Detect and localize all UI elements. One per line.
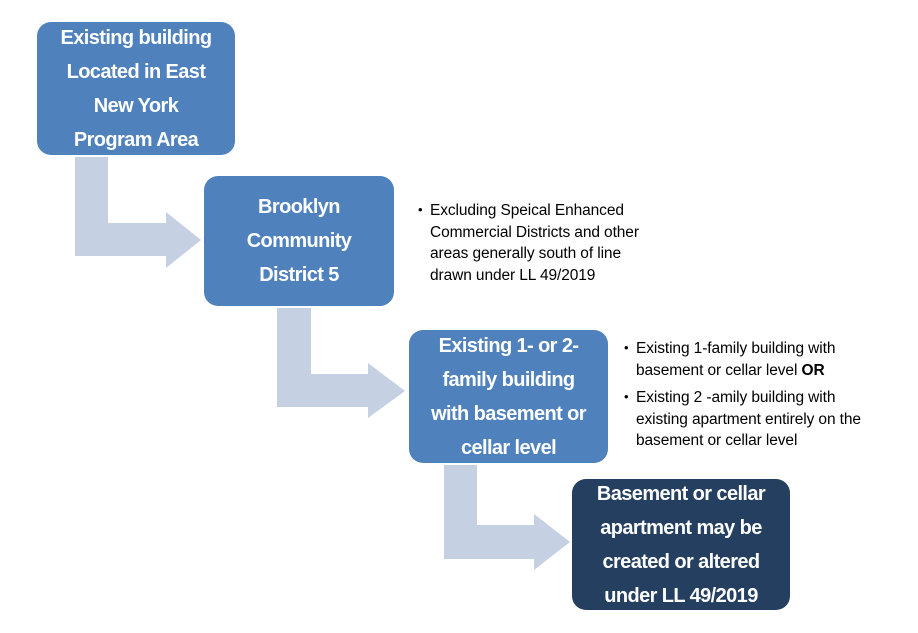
step-line: apartment may be	[600, 516, 762, 539]
note-line: Existing 2 -amily building with	[636, 389, 836, 406]
step-line: Existing 1- or 2-	[438, 334, 579, 357]
notes-step3: • Existing 1-family building with baseme…	[624, 338, 914, 452]
step-line: Located in East	[66, 60, 206, 83]
step-line: created or altered	[602, 550, 760, 573]
step-line: cellar level	[460, 436, 557, 459]
note-line: basement or cellar level	[636, 432, 798, 449]
note-line: existing apartment entirely on the	[636, 410, 861, 428]
step-line: Program Area	[73, 128, 199, 151]
step-line: with basement or	[431, 402, 586, 425]
note-line: areas generally south of line	[430, 245, 621, 262]
step-basement-apartment-result: Basement or cellar apartment may be crea…	[572, 479, 790, 610]
arrow-step3-to-step4	[444, 465, 570, 570]
step-line: District 5	[259, 264, 339, 286]
step-line: Brooklyn	[258, 196, 340, 218]
note-line: basement or cellar level	[636, 361, 798, 379]
step-line: Existing building	[60, 26, 213, 49]
note-item: • Excluding Speical Enhanced Commercial …	[418, 200, 708, 286]
step-existing-family-building: Existing 1- or 2- family building with b…	[409, 330, 608, 463]
note-line: Excluding Speical Enhanced	[430, 202, 624, 219]
bullet-icon: •	[624, 340, 629, 355]
step-line: family building	[442, 368, 575, 391]
note-item: • Existing 2 -amily building with existi…	[624, 387, 914, 452]
step-line: Basement or cellar	[596, 482, 766, 505]
step-existing-building: Existing building Located in East New Yo…	[37, 22, 235, 155]
notes-step2: • Excluding Speical Enhanced Commercial …	[418, 200, 708, 286]
step-line: under LL 49/2019	[604, 584, 758, 607]
step-line: Community	[246, 230, 352, 252]
step-brooklyn-community-district: Brooklyn Community District 5	[204, 176, 394, 306]
note-line: drawn under LL 49/2019	[430, 266, 596, 284]
note-line: Existing 1-family building with	[636, 340, 836, 357]
step-line: New York	[93, 94, 179, 117]
note-line: Commercial Districts and other	[430, 223, 639, 241]
arrow-step1-to-step2	[75, 157, 201, 268]
arrow-step2-to-step3	[277, 308, 405, 418]
note-item: • Existing 1-family building with baseme…	[624, 338, 914, 381]
bullet-icon: •	[624, 389, 629, 404]
bullet-icon: •	[418, 202, 423, 217]
note-emphasis: OR	[801, 361, 825, 379]
